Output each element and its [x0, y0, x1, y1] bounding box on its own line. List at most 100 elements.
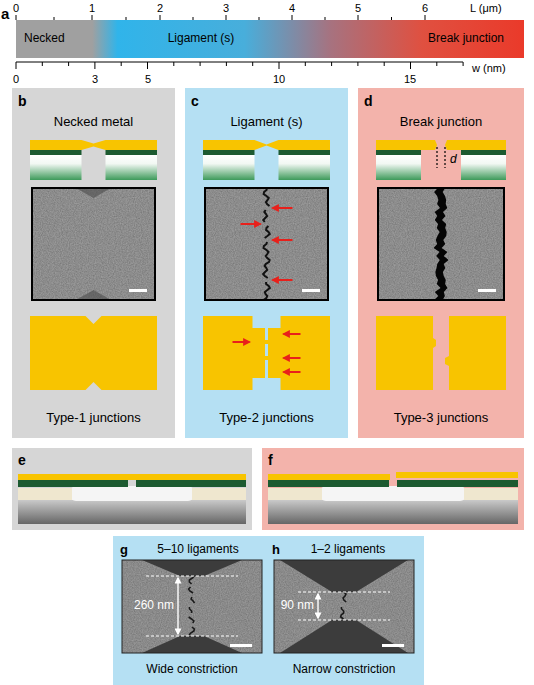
tick-label: 2	[157, 2, 163, 15]
gold-film	[445, 140, 506, 150]
scale-bar	[302, 289, 320, 292]
pointer-arrow	[284, 333, 301, 335]
type-label: Type-2 junctions	[219, 411, 314, 426]
panel-art	[30, 140, 157, 390]
dimension-line	[298, 591, 390, 592]
axis-tick	[463, 62, 464, 66]
axis-tick	[325, 17, 326, 20]
axis-tick	[68, 62, 69, 66]
panel-letter: h	[272, 543, 280, 558]
gold-film	[268, 474, 390, 480]
axis-tick	[92, 15, 93, 20]
axis-tick	[357, 62, 358, 66]
tick-label: 3	[92, 73, 98, 86]
adhesion-layer	[203, 150, 255, 155]
panel-art	[203, 140, 330, 390]
axis-tick	[16, 62, 17, 69]
crack	[263, 210, 267, 222]
axis-tick	[54, 17, 55, 20]
panel-title: 1–2 ligaments	[311, 543, 386, 557]
adhesion-layer	[106, 150, 158, 155]
axis-tick	[193, 17, 194, 20]
adhesion-layer	[136, 480, 246, 487]
scale-bar	[230, 644, 252, 647]
dimension-line	[298, 619, 390, 620]
slit	[265, 360, 268, 378]
axis-tick	[173, 62, 174, 66]
adhesion-layer	[397, 480, 518, 487]
tick-label: 0	[13, 2, 19, 15]
cross-section	[18, 474, 246, 524]
sem-image	[378, 188, 504, 300]
axis-tick	[305, 62, 306, 66]
sem-image	[274, 560, 414, 653]
tick-label: 1	[89, 2, 95, 15]
gap-marker	[444, 147, 445, 168]
pointer-arrow	[273, 279, 293, 281]
adhesion-layer	[461, 150, 506, 155]
gold-film	[396, 472, 518, 478]
axis-title: w (nm)	[472, 62, 506, 75]
panel-background	[12, 88, 175, 438]
pointer-arrow	[284, 371, 301, 373]
axis-tick	[259, 17, 260, 20]
axis-tick	[226, 62, 227, 66]
adhesion-layer	[268, 480, 389, 487]
substrate-region	[142, 560, 242, 576]
panel-box: f	[262, 448, 524, 530]
axis-tick	[279, 62, 280, 69]
substrate	[268, 500, 518, 524]
axis-tick	[391, 17, 392, 20]
axis-tick	[252, 62, 253, 66]
axis-tick	[126, 17, 127, 20]
axis-tick	[200, 62, 201, 66]
panel-letter: c	[191, 93, 199, 109]
crack	[264, 282, 270, 300]
panel-background	[262, 448, 524, 530]
neck-shadow	[78, 189, 110, 198]
panel-box: e	[12, 448, 252, 530]
tick-label: 6	[422, 2, 428, 15]
pointer-arrow	[284, 357, 301, 359]
panel-letter: f	[268, 452, 273, 468]
regime-label: Break junction	[428, 32, 504, 46]
panel-box: g5–10 ligaments260 nmWide constriction	[118, 538, 266, 685]
pedestal	[203, 155, 255, 180]
slit	[265, 344, 268, 356]
pedestal	[268, 488, 322, 500]
crack	[343, 592, 346, 602]
panel-background	[113, 536, 424, 685]
panel-background	[185, 88, 348, 438]
adhesion-layer	[18, 480, 128, 487]
panel-letter: e	[18, 452, 26, 468]
image-frame	[274, 560, 414, 653]
tick-label: 5	[145, 73, 151, 86]
crack	[341, 607, 344, 619]
axis-tick	[147, 62, 148, 69]
sem-image	[32, 188, 155, 300]
gold-film	[376, 140, 437, 150]
gold-top-view	[281, 316, 331, 390]
panel-caption: Wide constriction	[146, 663, 237, 677]
axis-tick	[160, 15, 161, 20]
panel-art	[376, 140, 506, 390]
crack	[265, 226, 270, 238]
pedestal	[192, 488, 246, 500]
crack	[263, 242, 270, 278]
cavity	[70, 486, 194, 501]
sem-image	[205, 188, 328, 300]
panel-caption: Narrow constriction	[293, 663, 396, 677]
substrate	[18, 500, 246, 524]
panel-box: h 1–2 ligaments 90 nm Narrow constriction	[270, 538, 418, 685]
axis-line	[16, 62, 463, 63]
axis-tick	[384, 62, 385, 66]
dimension-label: 90 nm	[281, 599, 314, 613]
dimension-arrow	[177, 578, 178, 634]
panel-box: cLigament (s)Type-2 junctions	[185, 88, 348, 438]
panel-letter: g	[120, 543, 128, 558]
type-label: Type-3 junctions	[394, 411, 489, 426]
pointer-arrow	[273, 239, 293, 241]
axis-tick	[42, 62, 43, 66]
gold-film	[203, 140, 330, 150]
pedestal	[376, 155, 421, 180]
